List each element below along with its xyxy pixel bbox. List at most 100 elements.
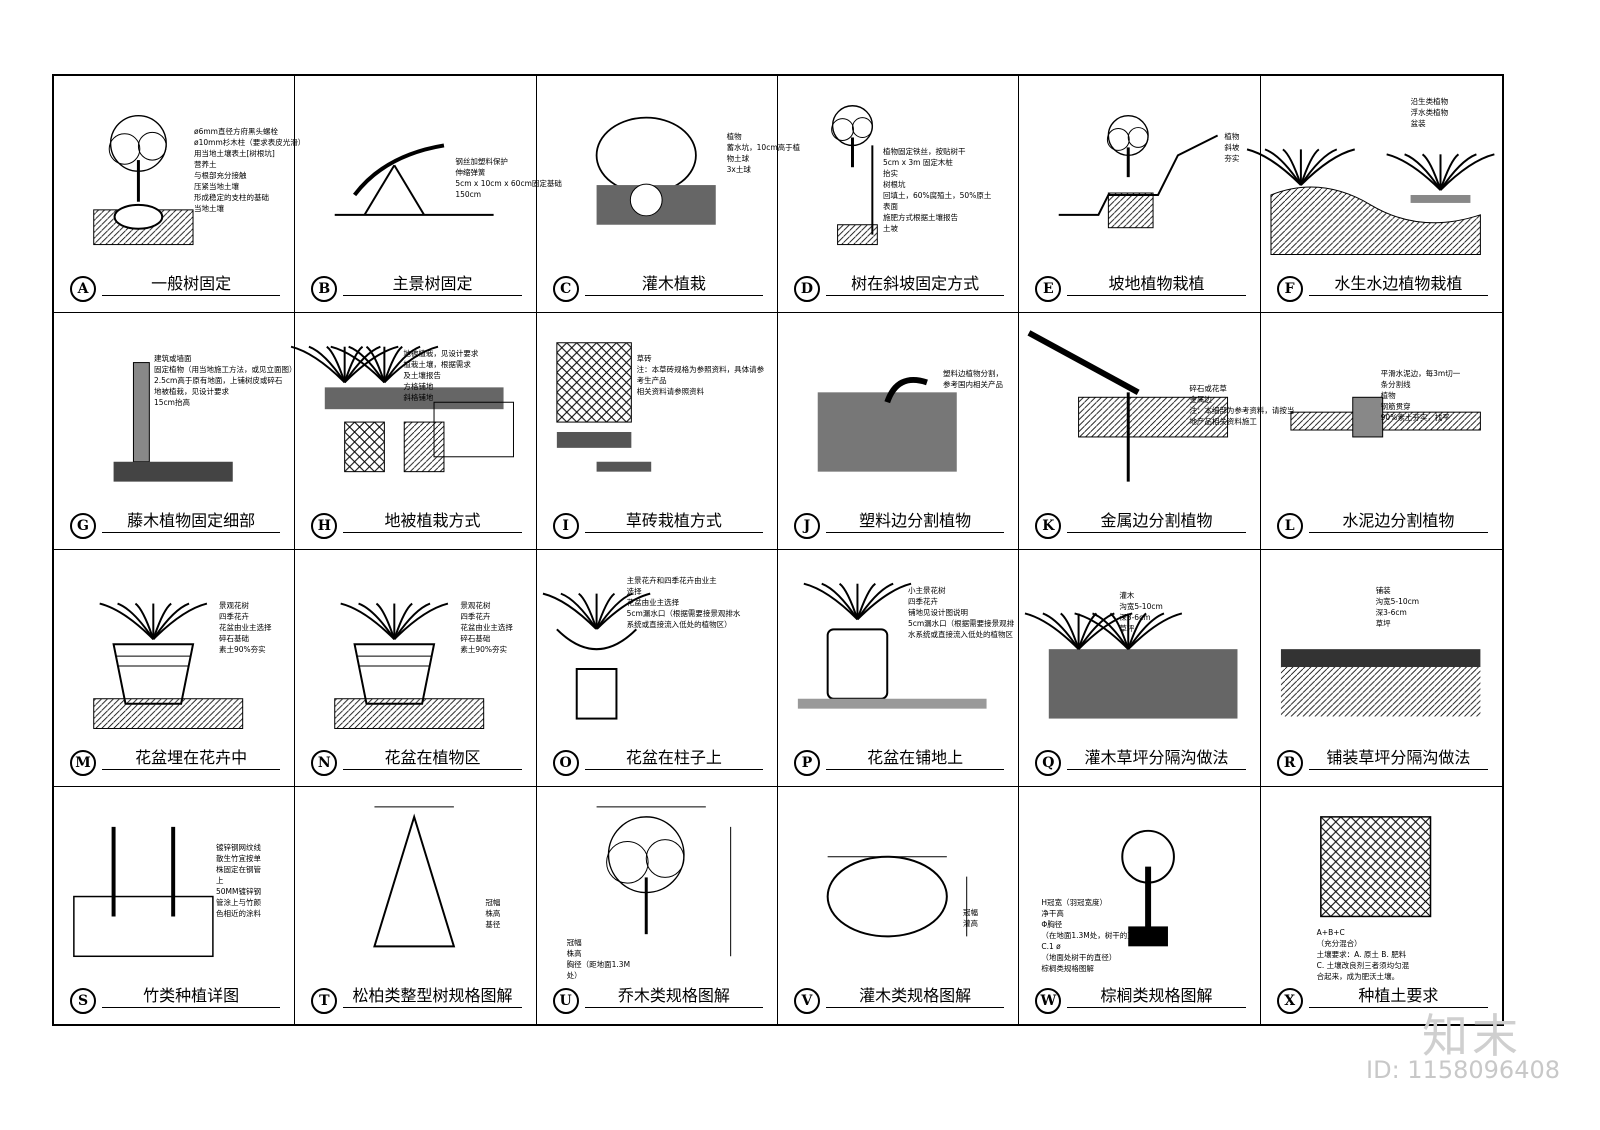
panel-letter: A xyxy=(70,276,96,302)
panel-note: 2.5cm高于原有地面，上铺树皮或碎石 xyxy=(154,376,283,385)
panel-title: 灌木植栽 xyxy=(584,273,763,296)
panel-note: 钢筋贯穿 xyxy=(1380,402,1411,411)
panel-note: 草坪 xyxy=(1119,624,1135,633)
panel-notes: 植物斜坡夯实 xyxy=(1224,131,1239,164)
panel-note: 碎石或花草 xyxy=(1189,384,1227,393)
panel-note: 素土90%夯实 xyxy=(460,645,507,654)
panel-title: 坡地植物栽植 xyxy=(1067,273,1246,296)
panel-note: ø10mm杉木柱（要求表皮光滑） xyxy=(194,138,306,147)
panel-notes: 冠幅株高基径 xyxy=(485,897,500,930)
panel-note: 5cm漏水口（根据需要接景观排水 xyxy=(626,609,741,618)
panel-note: 地被植栽，见设计要求 xyxy=(154,387,229,396)
panel-title: 水生水边植物栽植 xyxy=(1308,273,1488,296)
panel-letter: Q xyxy=(1035,750,1062,776)
panel-title: 种植土要求 xyxy=(1308,985,1488,1008)
panel-letter: T xyxy=(311,988,338,1014)
panel-note: 塑料边植物分割， xyxy=(942,369,1003,378)
panel-note: 色相近的涂料 xyxy=(216,909,261,918)
panel-note: C.1 ø xyxy=(1041,942,1061,951)
panel-note: 冠幅 xyxy=(962,908,978,917)
panel-note: 碎石基础 xyxy=(460,634,491,643)
panel-notes: 冠幅灌高 xyxy=(963,907,978,929)
panel-notes: 草砖注：本草砖规格为参照资料，具体请参考生产品相关资料请参照资料 xyxy=(637,353,765,397)
panel-note: Φ胸径 xyxy=(1041,920,1063,929)
panel-note: 条分割线 xyxy=(1380,380,1411,389)
panel-note: 深3-6cm xyxy=(1119,613,1151,622)
panel-notes: 地被植栽，见设计要求植栽土壤，根据需求及土壤报告方格铺地斜格铺地 xyxy=(403,348,478,403)
panel-letter: L xyxy=(1276,513,1303,539)
panel-note: 5cm x 10cm x 60cm固定基础 xyxy=(455,179,562,188)
panel-letter: I xyxy=(552,513,579,539)
panel-note: 注：本细部为参考资料，请按当 xyxy=(1189,406,1295,415)
panel-letter: U xyxy=(552,988,579,1014)
panel-title: 草砖栽植方式 xyxy=(584,510,763,533)
panel-note: 用当地土壤表土[树根坑] xyxy=(194,149,275,158)
panel-note: 花盆由业主选择 xyxy=(626,598,680,607)
panel-note: 草坪 xyxy=(1375,619,1391,628)
panel-note: 铺地见设计图说明 xyxy=(907,608,968,617)
panel-note: 景观花树 xyxy=(219,601,249,610)
panel-note: （充分混合） xyxy=(1316,939,1362,948)
panel-note: 上 xyxy=(216,876,224,885)
panel-note: H冠宽（羽冠宽度） xyxy=(1041,898,1107,907)
panel-note: 地被植栽，见设计要求 xyxy=(403,349,479,358)
panel-note: 草砖 xyxy=(636,354,652,363)
panel-note: C. 土壤改良剂三者须均匀混 xyxy=(1316,961,1410,970)
panel-title: 水泥边分割植物 xyxy=(1308,510,1488,533)
panel-note: 花盆由业主选择 xyxy=(460,623,513,632)
panel-note: 净干高 xyxy=(1041,909,1064,918)
panel-note: 景观花树 xyxy=(460,601,491,610)
panel-note: 四季花卉 xyxy=(460,612,491,621)
panel-note: 施肥方式根据土壤报告 xyxy=(882,213,958,222)
panel-title: 树在斜坡固定方式 xyxy=(825,273,1005,296)
panel-title: 棕榈类规格图解 xyxy=(1067,985,1246,1008)
panel-note: 斜坡 xyxy=(1224,143,1240,152)
panel-letter: J xyxy=(793,513,820,539)
panel-note: （地面处树干的直径） xyxy=(1041,953,1117,962)
panel-note: 处） xyxy=(566,971,582,980)
panel-note: （在地面1.3M处，树干的直径） xyxy=(1041,931,1150,940)
panel-letter: W xyxy=(1035,988,1062,1014)
panel-note: 胸径（距地面1.3M xyxy=(566,960,631,969)
panel-note: 考生产品 xyxy=(636,376,667,385)
panel-note: 回填土，60%腐殖土，50%原土 xyxy=(882,191,992,200)
panel-note: 营养土 xyxy=(194,160,217,169)
watermark-brand: 知末 xyxy=(1422,1009,1522,1063)
panel-notes: 建筑或墙面固定植物（用当地施工方法，或见立面图）2.5cm高于原有地面，上铺树皮… xyxy=(154,353,297,408)
panel-note: 斜格铺地 xyxy=(403,393,434,402)
panel-notes: 平滑水泥边，每3m切一条分割线植物钢筋贯穿 90%素土夯实，找平 xyxy=(1381,368,1461,423)
panel-note: 及土壤报告 xyxy=(403,371,441,380)
panel-letter: C xyxy=(552,276,579,302)
panel-note: 50MM镀锌钢 xyxy=(216,887,261,896)
panel-note: 伸缩弹簧 xyxy=(455,168,486,177)
panel-title: 金属边分割植物 xyxy=(1067,510,1246,533)
panel-title: 乔木类规格图解 xyxy=(584,985,763,1008)
panel-note: 90%素土夯实，找平 xyxy=(1380,413,1450,422)
panel-letter: V xyxy=(793,988,820,1014)
panel-title: 花盆在铺地上 xyxy=(825,747,1005,770)
panel-note: 合起来，成为肥沃土壤。 xyxy=(1316,972,1400,981)
panel-note: 四季花卉 xyxy=(219,612,249,621)
panel-letter: M xyxy=(70,750,96,776)
panel-note: 金属边 xyxy=(1189,395,1212,404)
panel-title: 松柏类整型树规格图解 xyxy=(343,985,522,1008)
panel-note: 植物 xyxy=(1380,391,1396,400)
panel-note: 水系统或直接流入低处的植物区 xyxy=(907,630,1013,639)
panel-note: 平滑水泥边，每3m切一 xyxy=(1380,369,1461,378)
panel-notes: 塑料边植物分割，参考国内相关产品 xyxy=(943,368,1003,390)
panel-note: 散生竹宜按单 xyxy=(216,854,261,863)
panel-title: 灌木草坪分隔沟做法 xyxy=(1067,747,1246,770)
